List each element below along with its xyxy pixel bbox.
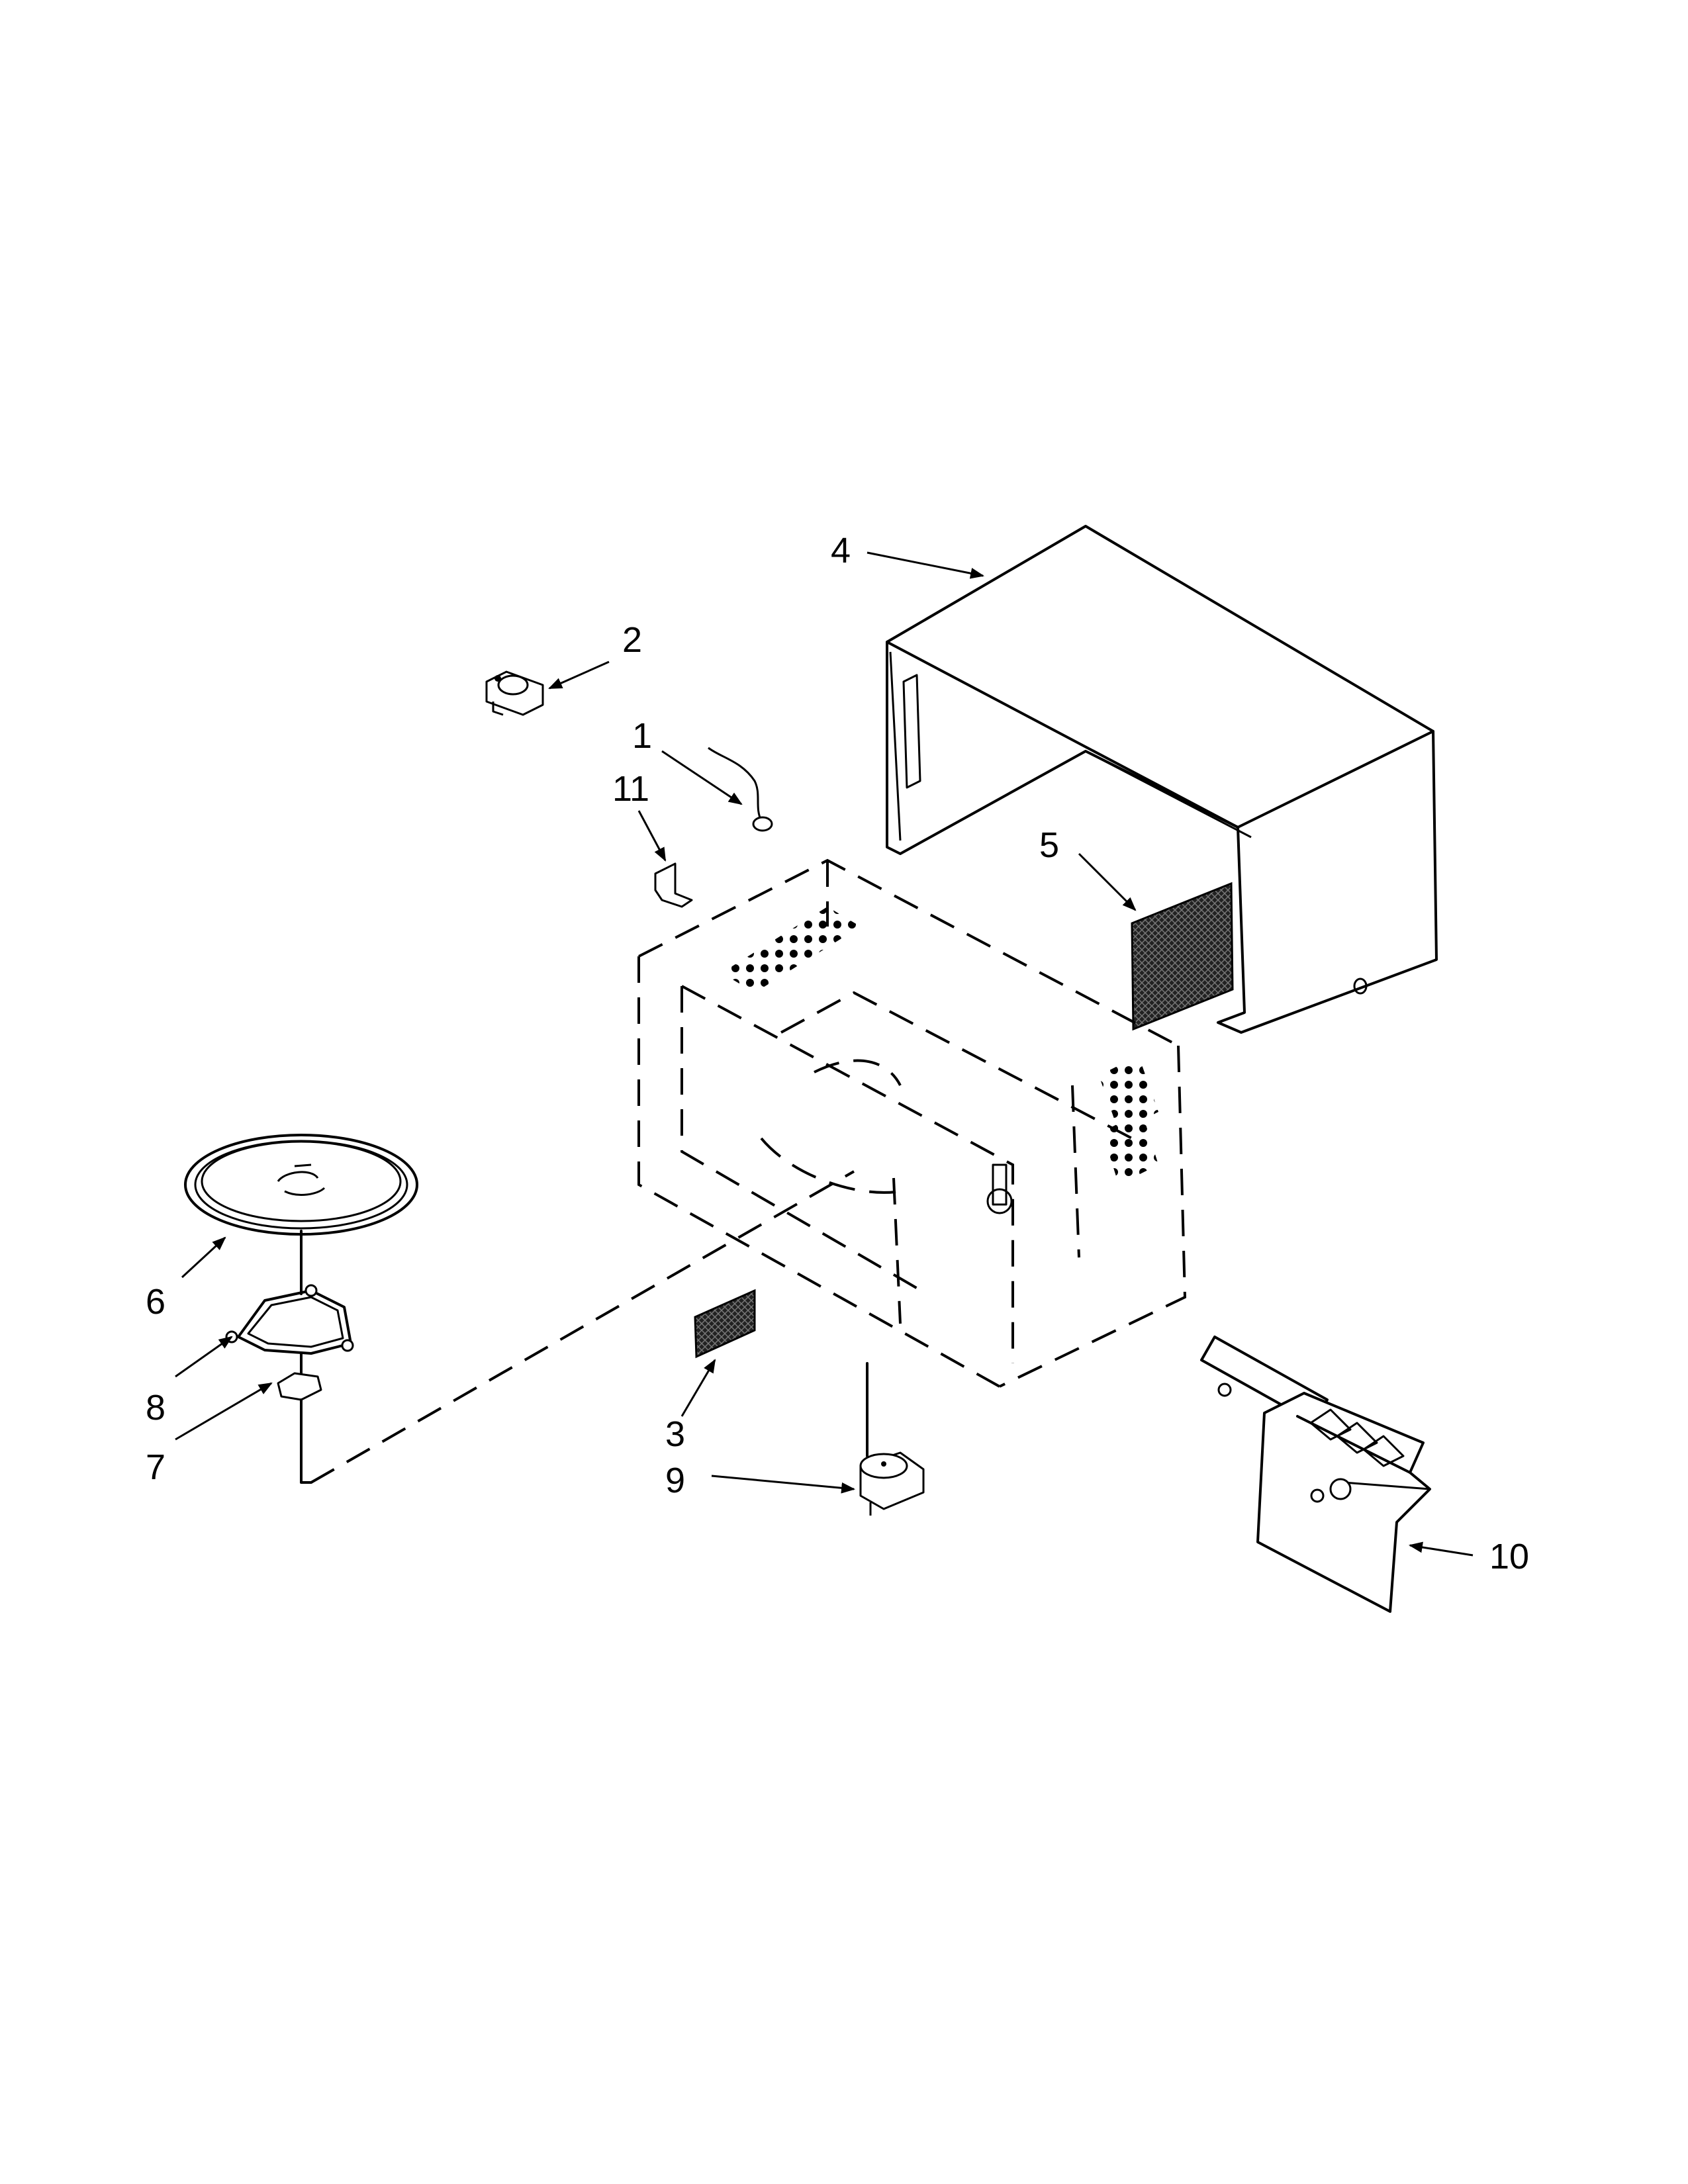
lamp-wire-part: [708, 747, 773, 832]
callout-3: 3: [665, 1414, 685, 1454]
bracket-part: [654, 862, 693, 908]
glass-tray-part: [184, 1134, 418, 1236]
leader-lines: [175, 551, 1474, 1557]
callout-8: 8: [146, 1388, 165, 1428]
callout-2: 2: [622, 620, 642, 660]
assembly-axis-line: [310, 1170, 855, 1484]
duct-assembly-part: [1200, 1336, 1431, 1613]
callout-5: 5: [1039, 825, 1059, 865]
callout-1: 1: [632, 716, 652, 756]
oven-cavity-dashed: [637, 858, 1187, 1388]
thermal-cutout-part: [485, 670, 544, 716]
callout-10: 10: [1489, 1537, 1529, 1576]
roller-support-part: [225, 1230, 354, 1355]
callout-9: 9: [665, 1461, 685, 1500]
cavity-vent-holes-top: [722, 907, 1158, 1185]
callout-4: 4: [831, 531, 851, 570]
callout-11: 11: [612, 769, 649, 809]
turntable-motor-part: [859, 1362, 925, 1516]
mesh-panel-part: [1131, 882, 1234, 1031]
callout-7: 7: [146, 1447, 165, 1487]
callout-6: 6: [146, 1282, 165, 1322]
coupler-part: [277, 1352, 322, 1484]
vent-screen-part: [694, 1289, 756, 1359]
outer-wrapper-part: [886, 525, 1438, 1034]
